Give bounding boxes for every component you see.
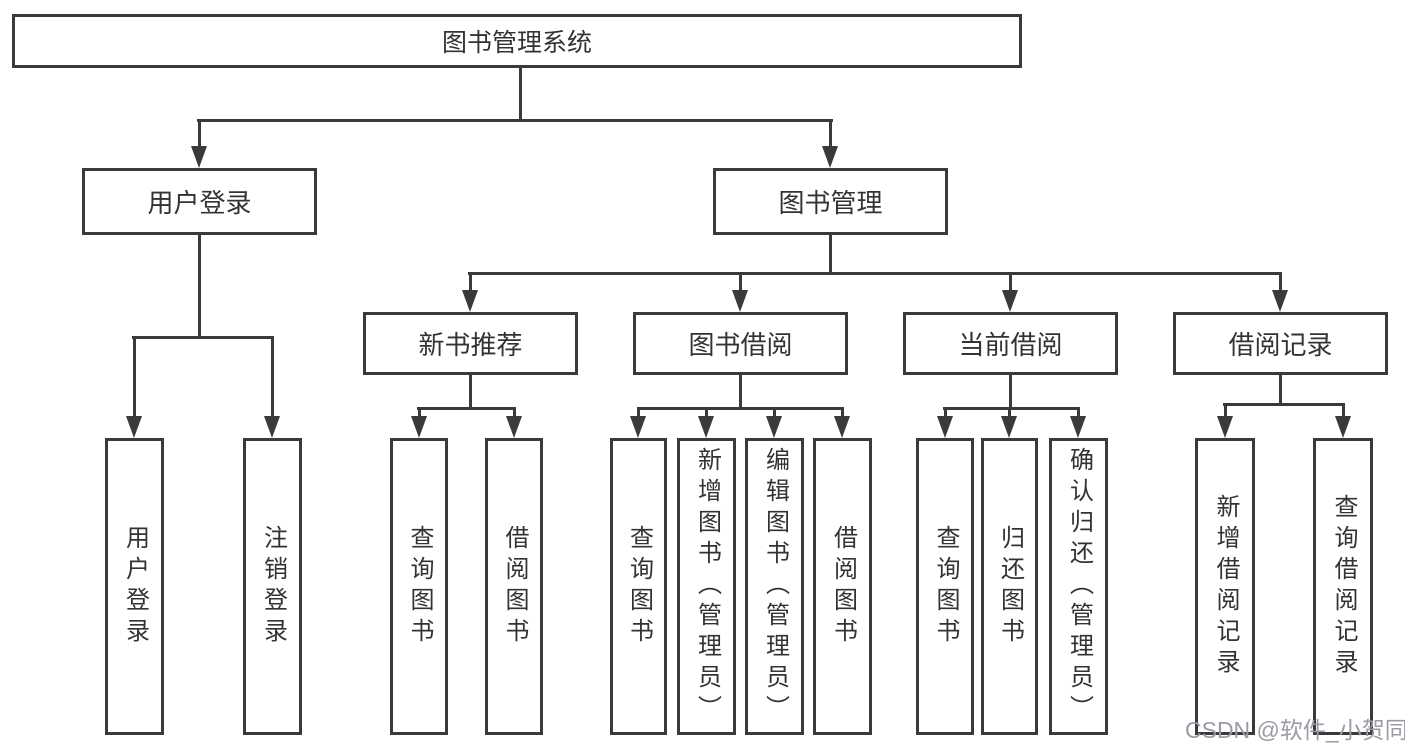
arrow-down-icon — [1272, 290, 1288, 312]
connector-rail — [943, 407, 1080, 410]
connector-rail — [197, 119, 833, 122]
leaf-label: 查询图书 — [406, 524, 433, 649]
leaf-add-borrow-record: 新增借阅记录 — [1195, 438, 1255, 735]
connector-drop — [133, 336, 136, 416]
connector-stem — [1009, 375, 1012, 407]
connector-stem — [829, 235, 832, 272]
leaf-borrow-books-recommend: 借阅图书 — [485, 438, 543, 735]
leaf-label: 查询借阅记录 — [1330, 493, 1357, 680]
arrow-down-icon — [1217, 416, 1233, 438]
connector-drop — [1279, 272, 1282, 290]
connector-drop — [841, 407, 844, 416]
leaf-label: 用户登录 — [121, 524, 149, 649]
leaf-label: 新增借阅记录 — [1212, 493, 1239, 680]
connector-drop — [198, 119, 201, 146]
leaf-label: 借阅图书 — [829, 524, 857, 649]
arrow-down-icon — [630, 416, 646, 438]
leaf-query-books-current: 查询图书 — [916, 438, 974, 735]
arrow-down-icon — [264, 416, 280, 438]
connector-drop — [637, 407, 640, 416]
connector-rail — [637, 407, 844, 410]
arrow-down-icon — [1002, 290, 1018, 312]
leaf-return-books: 归还图书 — [981, 438, 1038, 735]
connector-drop — [418, 407, 421, 416]
node-label: 当前借阅 — [958, 330, 1063, 360]
arrow-down-icon — [126, 416, 142, 438]
leaf-label: 编辑图书（管理员） — [761, 447, 789, 726]
leaf-label: 确认归还（管理员） — [1065, 447, 1093, 726]
node-new-book-recommend: 新书推荐 — [363, 312, 578, 375]
arrow-down-icon — [462, 290, 478, 312]
connector-stem — [469, 375, 472, 407]
arrow-down-icon — [766, 416, 782, 438]
arrow-down-icon — [732, 290, 748, 312]
node-root: 图书管理系统 — [12, 14, 1022, 68]
leaf-user-login: 用户登录 — [105, 438, 164, 735]
connector-drop — [829, 119, 832, 146]
node-label: 图书管理 — [778, 188, 883, 218]
arrow-down-icon — [1070, 416, 1086, 438]
leaf-label: 查询图书 — [625, 524, 653, 649]
leaf-edit-books-admin: 编辑图书（管理员） — [745, 438, 804, 735]
arrow-down-icon — [506, 416, 522, 438]
node-borrow-records: 借阅记录 — [1173, 312, 1388, 375]
connector-stem — [519, 68, 522, 119]
watermark: CSDN @软件_小贺同学 — [1185, 717, 1405, 743]
leaf-add-books-admin: 新增图书（管理员） — [677, 438, 736, 735]
node-book-management: 图书管理 — [713, 168, 948, 235]
node-label: 图书借阅 — [688, 330, 793, 360]
connector-stem — [198, 235, 201, 336]
leaf-query-books-borrow: 查询图书 — [610, 438, 667, 735]
connector-rail — [468, 272, 1282, 275]
connector-stem — [1279, 375, 1282, 403]
leaf-query-books-recommend: 查询图书 — [390, 438, 448, 735]
leaf-label: 注销登录 — [259, 524, 287, 649]
connector-drop — [513, 407, 516, 416]
connector-drop — [1009, 272, 1012, 290]
node-book-borrow: 图书借阅 — [633, 312, 848, 375]
connector-stem — [739, 375, 742, 407]
arrow-down-icon — [411, 416, 427, 438]
arrow-down-icon — [698, 416, 714, 438]
leaf-logout: 注销登录 — [243, 438, 302, 735]
arrow-down-icon — [191, 146, 207, 168]
leaf-label: 查询图书 — [932, 524, 959, 649]
node-label: 借阅记录 — [1228, 330, 1333, 360]
connector-drop — [271, 336, 274, 416]
connector-rail — [1223, 403, 1345, 406]
connector-drop — [469, 272, 472, 290]
leaf-borrow-books: 借阅图书 — [813, 438, 872, 735]
connector-drop — [1224, 403, 1227, 416]
node-root-label: 图书管理系统 — [441, 29, 592, 57]
connector-rail — [417, 407, 516, 410]
arrow-down-icon — [1001, 416, 1017, 438]
arrow-down-icon — [1335, 416, 1351, 438]
connector-rail — [132, 336, 274, 339]
connector-drop — [1008, 407, 1011, 416]
node-current-borrow: 当前借阅 — [903, 312, 1118, 375]
leaf-confirm-return-admin: 确认归还（管理员） — [1049, 438, 1108, 735]
connector-drop — [1342, 403, 1345, 416]
node-label: 新书推荐 — [418, 330, 523, 360]
connector-drop — [773, 407, 776, 416]
connector-drop — [739, 272, 742, 290]
node-user-login: 用户登录 — [82, 168, 317, 235]
leaf-label: 借阅图书 — [501, 524, 528, 649]
arrow-down-icon — [834, 416, 850, 438]
connector-drop — [944, 407, 947, 416]
connector-drop — [705, 407, 708, 416]
node-label: 用户登录 — [147, 188, 252, 218]
leaf-query-borrow-record: 查询借阅记录 — [1313, 438, 1373, 735]
arrow-down-icon — [937, 416, 953, 438]
leaf-label: 归还图书 — [996, 524, 1024, 649]
arrow-down-icon — [822, 146, 838, 168]
connector-drop — [1077, 407, 1080, 416]
leaf-label: 新增图书（管理员） — [693, 447, 721, 726]
